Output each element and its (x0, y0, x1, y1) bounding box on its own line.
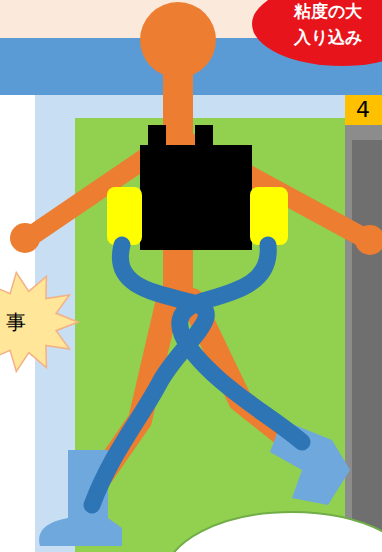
speech-bubble (164, 512, 382, 552)
callout-ellipse: 粘度の大 入り込み (252, 0, 382, 66)
node-text: 4 (348, 93, 378, 127)
node-text: 事 (4, 307, 28, 338)
right-hand (355, 225, 382, 255)
left-hand (10, 223, 40, 253)
float-pad (107, 187, 142, 245)
head (140, 2, 216, 78)
float-pad (250, 187, 288, 245)
step-number-box: 4 (345, 95, 382, 125)
ellipse-shape (252, 0, 382, 66)
photo-shade (352, 140, 382, 552)
tangled-rope (92, 245, 206, 505)
photo-area (345, 95, 382, 552)
warning-burst: 事 (0, 272, 78, 372)
burst-shape (0, 273, 78, 372)
node-text: 粘度の大 入り込み (291, 0, 365, 50)
tangled-rope (180, 245, 302, 442)
life-vest (140, 145, 252, 250)
